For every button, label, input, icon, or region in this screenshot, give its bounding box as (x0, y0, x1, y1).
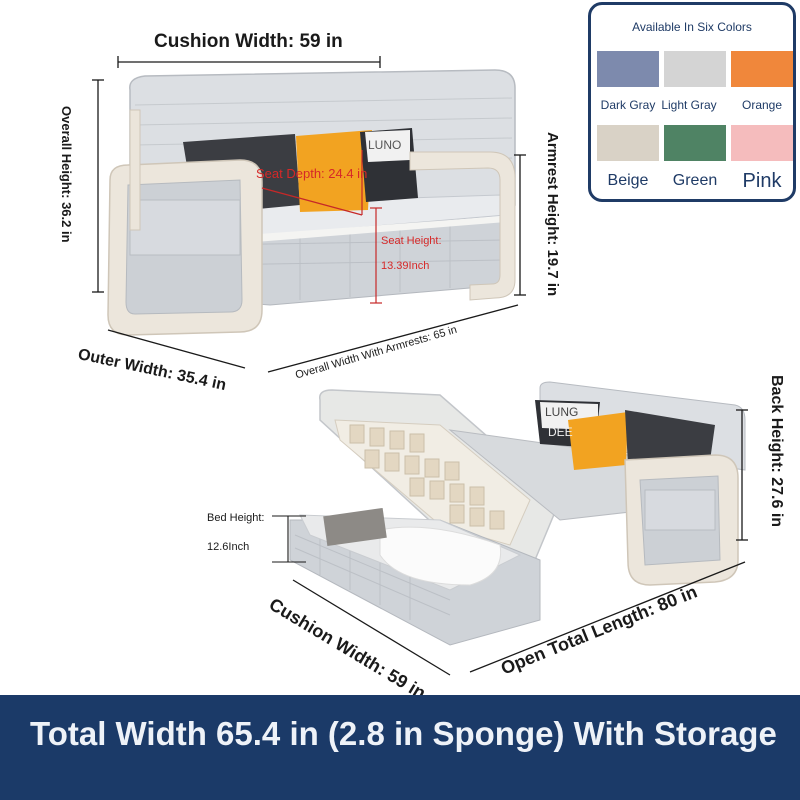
armrest-height-label: Armrest Height: 19.7 in (544, 132, 561, 297)
dimension-lines (92, 56, 748, 676)
swatch-label-beige: Beige (607, 172, 649, 189)
banner-text: Total Width 65.4 in (2.8 in Sponge) With… (30, 715, 777, 752)
swatch-green[interactable] (664, 125, 726, 161)
bed-height-value: 12.6Inch (207, 541, 250, 553)
swatch-dark-gray[interactable] (597, 51, 659, 87)
pillow-text-bottom-1: LUNG (545, 405, 579, 419)
swatch-label-orange: Orange (741, 98, 783, 112)
color-panel-title: Available In Six Colors (632, 20, 752, 34)
swatch-pink[interactable] (731, 125, 793, 161)
swatch-beige[interactable] (597, 125, 659, 161)
swatch-label-pink: Pink (742, 170, 782, 192)
seat-height-label: Seat Height: (381, 235, 442, 247)
swatch-label-dark-gray: Dark Gray (600, 98, 656, 112)
closed-sofa (107, 69, 516, 336)
seat-height-value: 13.39Inch (381, 260, 430, 272)
bed-height-label: Bed Height: (207, 512, 265, 524)
open-sofa-bed (289, 381, 746, 646)
swatch-label-green: Green (672, 172, 718, 189)
bottom-banner: Total Width 65.4 in (2.8 in Sponge) With… (0, 695, 800, 800)
seat-depth-label: Seat Depth: 24.4 in (256, 166, 368, 181)
color-options-panel: Available In Six Colors Dark Gray Light … (588, 2, 796, 202)
pillow-text-top: LUNO (368, 138, 402, 152)
swatch-orange[interactable] (731, 51, 793, 87)
back-height-label: Back Height: 27.6 in (768, 375, 785, 528)
pillow-text-bottom-2: DEE (548, 425, 573, 439)
overall-height-label: Overall Height: 36.2 in (59, 106, 74, 243)
swatch-label-light-gray: Light Gray (661, 98, 717, 112)
swatch-light-gray[interactable] (664, 51, 726, 87)
cushion-width-top-label: Cushion Width: 59 in (154, 31, 343, 52)
